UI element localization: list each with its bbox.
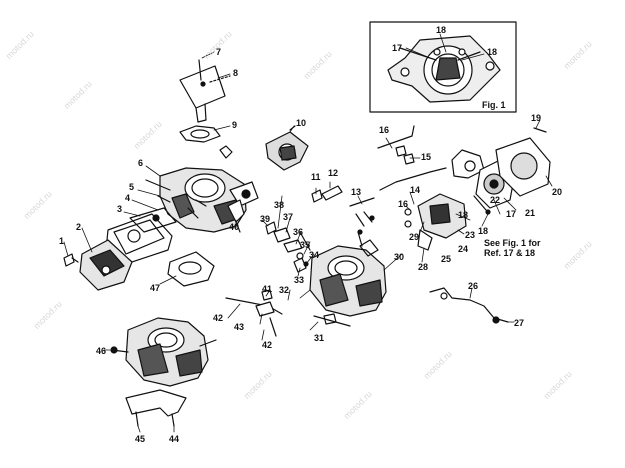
bracket-parts-44-45: [125, 389, 187, 427]
part-label-29: 29: [409, 232, 420, 242]
part-label-11: 11: [311, 172, 321, 182]
fittings-parts-33-39: [265, 221, 311, 273]
part-label-1: 1: [59, 236, 65, 246]
cable-parts-26-27: [429, 287, 509, 324]
part-label-47: 47: [150, 283, 161, 293]
part-label-30: 30: [394, 252, 405, 262]
part-label-16-lower: 16: [398, 199, 409, 209]
part-label-19: 19: [531, 113, 542, 123]
part-label-27: 27: [514, 318, 525, 328]
fig1-title: Fig. 1: [482, 100, 506, 110]
part-label-28: 28: [418, 262, 429, 272]
part-label-35: 35: [300, 240, 311, 250]
part-label-14: 14: [410, 185, 421, 195]
part-label-16-top: 16: [379, 125, 390, 135]
part-label-37: 37: [283, 212, 294, 222]
part-label-24: 24: [458, 244, 469, 254]
part-label-44: 44: [169, 434, 180, 444]
part-label-21: 21: [525, 208, 536, 218]
part-label-22: 22: [490, 195, 501, 205]
part-label-38: 38: [274, 200, 285, 210]
carburetor-upper: [159, 145, 259, 233]
part-label-9: 9: [232, 120, 238, 130]
part-label-39: 39: [260, 214, 271, 224]
carburetor-lower: [110, 317, 217, 387]
part-label-41: 41: [262, 284, 273, 294]
part-label-7: 7: [216, 47, 222, 57]
part-label-40: 40: [229, 222, 240, 232]
part-label-26: 26: [468, 281, 479, 291]
part-label-20: 20: [552, 187, 563, 197]
part-label-18: 18: [458, 210, 469, 220]
part-label-32: 32: [279, 285, 290, 295]
gasket-part-9: [179, 125, 221, 143]
part-label-17: 17: [506, 209, 517, 219]
part-label-23: 23: [465, 230, 476, 240]
part-label-10: 10: [296, 118, 307, 128]
part-label-43: 43: [234, 322, 245, 332]
small-parts-11-13: [311, 185, 375, 235]
reference-note: See Fig. 1 for Ref. 17 & 18: [484, 238, 541, 258]
carburetor-center: [309, 231, 387, 317]
part-label-13: 13: [351, 187, 362, 197]
part-label-36: 36: [293, 227, 304, 237]
part-label-34: 34: [309, 250, 320, 260]
part-label-25: 25: [441, 254, 452, 264]
part-label-4: 4: [125, 193, 131, 203]
part-label-33: 33: [294, 275, 305, 285]
part-label-45: 45: [135, 434, 146, 444]
pump-parts-17-25: [404, 127, 551, 251]
leader-lines: [63, 33, 553, 433]
part-label-42-lower: 42: [262, 340, 273, 350]
part-label-6: 6: [138, 158, 144, 168]
fig1-label-18: 18: [436, 25, 447, 35]
part-label-18b: 18: [478, 226, 489, 236]
bracket-part-8: [179, 59, 231, 123]
pump-cover-part-2: [63, 239, 133, 291]
part-label-8: 8: [233, 68, 239, 78]
reference-note-line1: See Fig. 1 for: [484, 238, 541, 248]
fig1-label-17: 17: [392, 43, 403, 53]
part-label-42-top: 42: [213, 313, 224, 323]
part-label-5: 5: [129, 182, 135, 192]
part-label-2: 2: [76, 222, 82, 232]
fitting-part-40: [227, 199, 245, 233]
part-label-15: 15: [421, 152, 432, 162]
fig1-label-18-right: 18: [487, 47, 498, 57]
cover-part-10: [265, 125, 309, 171]
part-label-31: 31: [314, 333, 325, 343]
part-label-3: 3: [117, 204, 123, 214]
part-label-46: 46: [96, 346, 107, 356]
fittings-parts-41-43: [225, 289, 283, 337]
reference-note-line2: Ref. 17 & 18: [484, 248, 536, 258]
screw-part-31: [313, 313, 351, 327]
gasket-part-47: [167, 251, 215, 287]
part-label-12: 12: [328, 168, 339, 178]
